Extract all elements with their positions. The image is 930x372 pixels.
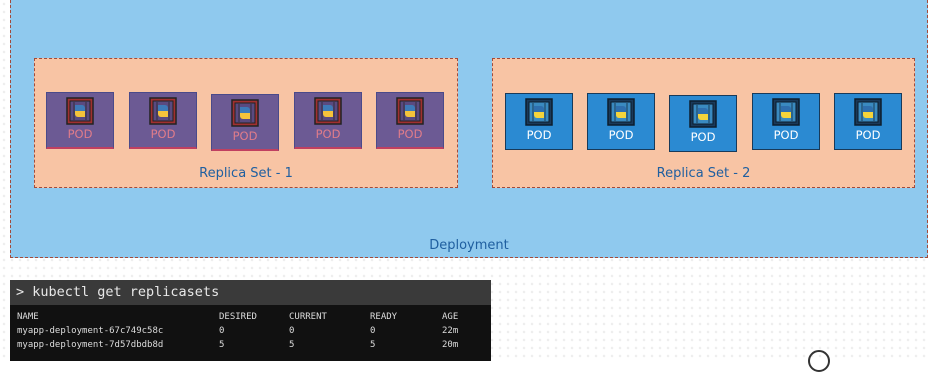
python-container-icon: [149, 97, 177, 125]
cell-name: myapp-deployment-7d57dbdb8d: [17, 340, 164, 350]
cell-name: myapp-deployment-67c749c58c: [17, 326, 164, 336]
python-container-icon: [607, 98, 635, 126]
python-container-icon: [231, 99, 259, 127]
pod-label: POD: [526, 128, 552, 142]
python-container-icon: [66, 97, 94, 125]
pod-label: POD: [67, 127, 93, 141]
circle-icon: [808, 350, 830, 372]
python-container-icon: [314, 97, 342, 125]
pod-rs2-5[interactable]: POD: [834, 93, 902, 150]
pod-label: POD: [315, 127, 341, 141]
replica-set-1: POD POD POD: [34, 58, 458, 188]
pod-rs2-2[interactable]: POD: [587, 93, 655, 150]
python-container-icon: [689, 100, 717, 128]
cell-desired: 0: [219, 326, 225, 336]
deployment-box: POD POD POD: [10, 0, 928, 258]
cell-age: 22m: [442, 326, 459, 336]
python-container-icon: [396, 97, 424, 125]
pod-label: POD: [397, 127, 423, 141]
cell-current: 5: [289, 340, 295, 350]
pod-rs2-1[interactable]: POD: [505, 93, 573, 150]
pod-rs1-5[interactable]: POD: [376, 92, 444, 149]
pod-label: POD: [232, 129, 258, 143]
cell-ready: 0: [370, 326, 376, 336]
pod-rs1-3[interactable]: POD: [211, 94, 279, 151]
replica-set-label: Replica Set - 1: [199, 166, 293, 181]
pod-rs2-3[interactable]: POD: [669, 95, 737, 152]
cell-age: 20m: [442, 340, 459, 350]
header-ready: READY: [370, 312, 398, 322]
cell-ready: 5: [370, 340, 376, 350]
replica-set-label: Replica Set - 2: [656, 166, 751, 181]
deployment-label: Deployment: [429, 238, 509, 253]
python-container-icon: [772, 98, 800, 126]
cell-current: 0: [289, 326, 295, 336]
header-desired: DESIRED: [219, 312, 257, 322]
pod-label: POD: [855, 128, 881, 142]
pod-rs1-1[interactable]: POD: [46, 92, 114, 149]
python-container-icon: [525, 98, 553, 126]
header-age: AGE: [442, 312, 459, 322]
pod-rs1-4[interactable]: POD: [294, 92, 362, 149]
pod-label: POD: [690, 130, 716, 144]
python-container-icon: [854, 98, 882, 126]
replica-set-2: POD POD POD: [492, 58, 915, 188]
terminal-window: > kubectl get replicasets NAME DESIRED C…: [10, 280, 491, 361]
pod-label: POD: [608, 128, 634, 142]
pod-rs2-4[interactable]: POD: [752, 93, 820, 150]
header-current: CURRENT: [289, 312, 327, 322]
cell-desired: 5: [219, 340, 225, 350]
pod-label: POD: [150, 127, 176, 141]
header-name: NAME: [17, 312, 39, 322]
pod-rs1-2[interactable]: POD: [129, 92, 197, 149]
terminal-command: > kubectl get replicasets: [10, 280, 491, 305]
pod-label: POD: [773, 128, 799, 142]
